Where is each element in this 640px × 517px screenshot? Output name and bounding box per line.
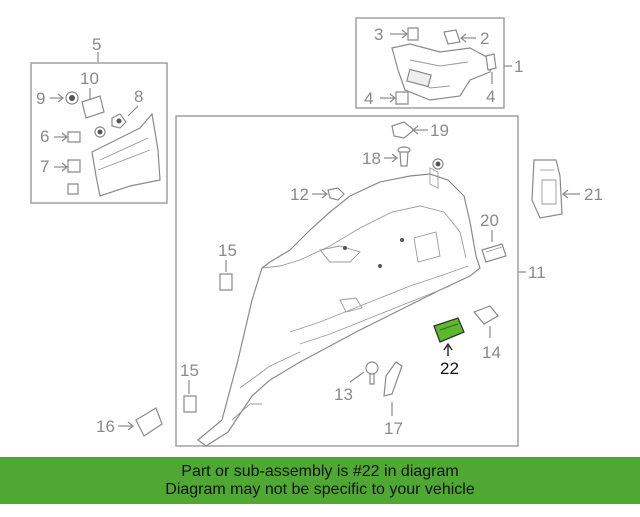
bracket-part-10: [81, 95, 105, 119]
clip-part-6: [67, 131, 81, 143]
callout-1: 1: [514, 57, 523, 76]
callout-2: 2: [480, 29, 489, 48]
callout-17: 17: [384, 419, 403, 438]
callout-3: 3: [374, 25, 383, 44]
callout-15-lower: 15: [180, 361, 199, 380]
scuff-plate-part-16: [135, 407, 163, 437]
clip-part-12: [327, 187, 345, 201]
callout-6: 6: [40, 127, 49, 146]
light-part-20: [481, 243, 507, 263]
clip-part-19: [391, 121, 428, 139]
clip-part-2: [443, 29, 476, 45]
callout-4-right: 4: [486, 87, 495, 106]
clip-part-7b: [67, 183, 79, 195]
clip-part-15-upper: [219, 273, 233, 291]
callout-8: 8: [134, 87, 143, 106]
callout-14: 14: [482, 343, 501, 362]
callout-7: 7: [40, 157, 49, 176]
info-banner: Part or sub-assembly is #22 in diagram D…: [0, 457, 640, 504]
banner-line-1: Part or sub-assembly is #22 in diagram: [181, 462, 459, 480]
callout-13: 13: [334, 385, 353, 404]
callout-18: 18: [362, 149, 381, 168]
banner-line-2: Diagram may not be specific to your vehi…: [165, 480, 475, 498]
callout-10: 10: [80, 69, 99, 88]
callout-11: 11: [528, 263, 546, 282]
callout-21: 21: [584, 185, 603, 204]
highlighted-part-22: [433, 317, 465, 343]
callout-5: 5: [92, 35, 101, 54]
trim-strip-part-17: [383, 361, 403, 397]
clip-part-3: [390, 27, 419, 41]
callout-22: 22: [440, 359, 459, 378]
clip-part-13: [365, 361, 379, 385]
quarter-trim-panel: [197, 167, 481, 447]
callout-12: 12: [290, 185, 309, 204]
subassembly-box-1: [355, 17, 505, 109]
callout-15-upper: 15: [218, 241, 237, 260]
clip-part-4-top: [485, 53, 497, 84]
clip-part-4-left: [380, 91, 409, 105]
callout-16: 16: [96, 417, 115, 436]
main-assembly-box-11: [175, 115, 519, 447]
callout-19: 19: [430, 121, 449, 140]
clip-part-15-lower: [183, 395, 197, 413]
subassembly-box-5: [30, 62, 168, 204]
nut-part-8: [111, 113, 127, 129]
callout-20: 20: [480, 211, 499, 230]
callout-9: 9: [36, 89, 45, 108]
trim-panel-part-5: [91, 112, 161, 197]
cover-part-14: [472, 305, 499, 325]
pushpin-part-18: [397, 146, 411, 167]
callout-4-left: 4: [364, 89, 373, 108]
clip-part-7: [67, 159, 81, 173]
bracket-part-1: [391, 43, 493, 101]
panel-part-21: [531, 159, 563, 219]
